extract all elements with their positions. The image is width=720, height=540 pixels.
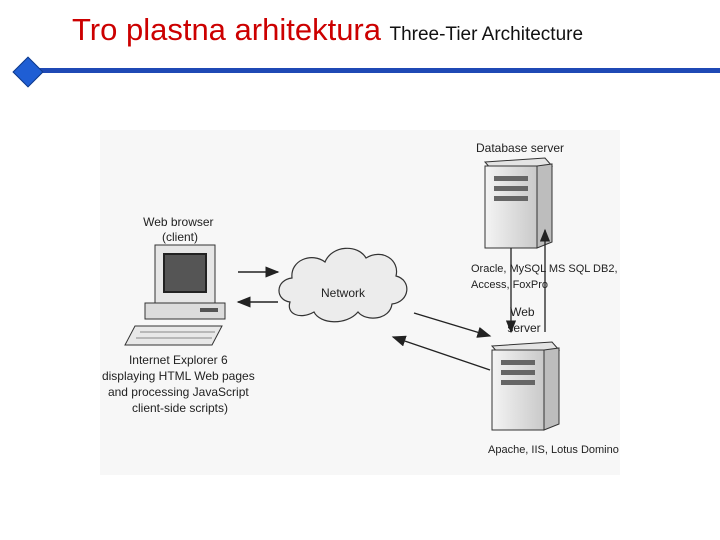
- db-server-label: Database server: [476, 141, 564, 155]
- network-label: Network: [321, 286, 366, 300]
- web-server-icon: [492, 342, 559, 430]
- subtitle-text: Three-Tier Architecture: [389, 24, 583, 45]
- title-rule: [26, 68, 720, 73]
- database-server-icon: [485, 158, 552, 248]
- title-text: Tro plastna arhitektura: [72, 12, 381, 47]
- bullet-diamond-icon: [12, 56, 43, 87]
- slide-title: Tro plastna arhitektura Three-Tier Archi…: [72, 12, 583, 48]
- web-products-label: Apache, IIS, Lotus Domino Go: [488, 444, 620, 456]
- three-tier-diagram: Web browser (client) Internet Explorer 6…: [100, 130, 620, 475]
